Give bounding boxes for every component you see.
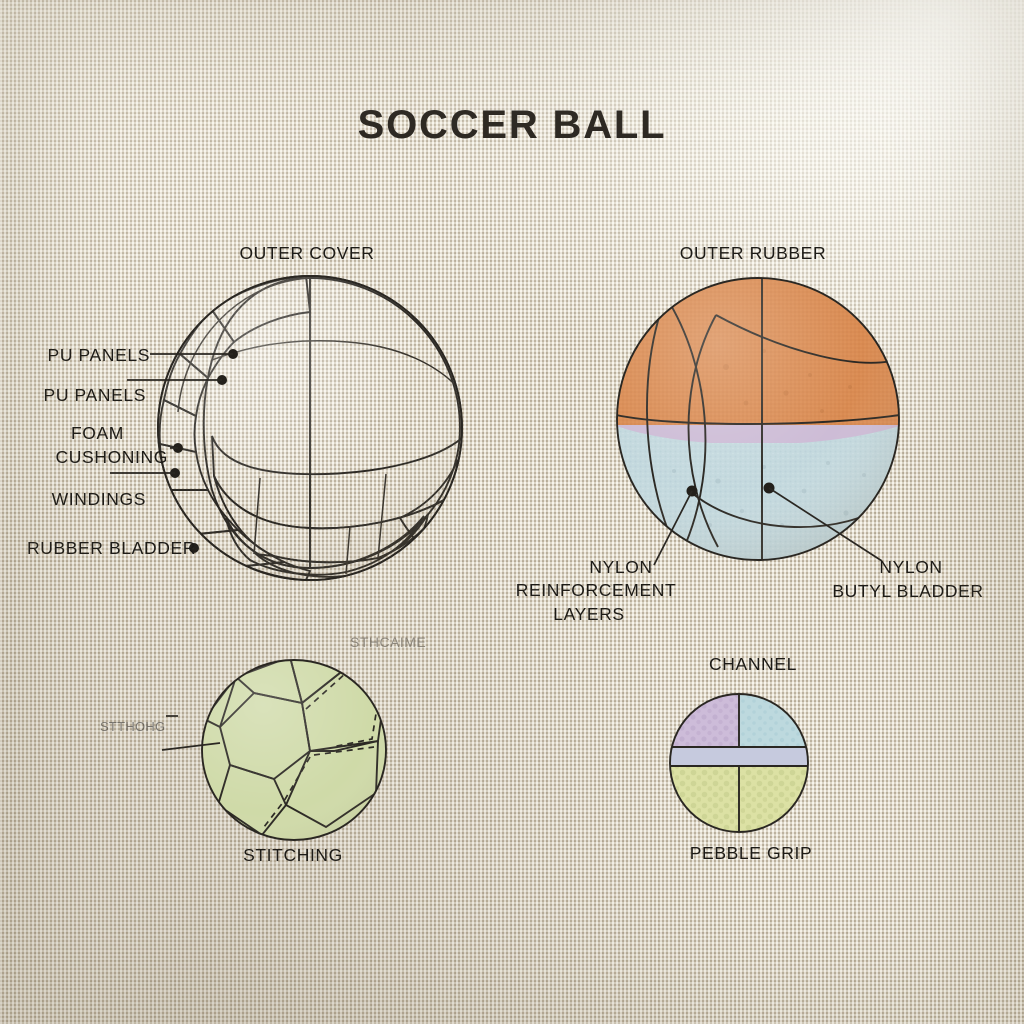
cutaway-soccer-illustration [157, 275, 463, 581]
page-title: SOCCER BALL [357, 103, 667, 147]
label-layers: LAYERS [553, 604, 625, 624]
quadrant-top-left [670, 694, 739, 750]
label-nylon-2: NYLON [879, 557, 943, 577]
label-outer-rubber: OUTER RUBBER [679, 243, 827, 263]
label-rubber-bladder: RUBBER BLADDER [26, 538, 196, 558]
label-reinforcement: REINFORCEMENT [515, 580, 677, 600]
cutaway-soccer-leader-lines-lower [110, 447, 194, 549]
label-channel: CHANNEL [709, 654, 797, 674]
stitching-ball-illustration [161, 659, 387, 841]
quadrant-bottom-left [670, 766, 739, 832]
label-stitching-leader: STTHOHG [100, 719, 166, 734]
quadrant-top-right [739, 694, 808, 750]
label-cushoning: CUSHONING [55, 447, 168, 467]
channel-band [670, 747, 808, 768]
label-windings: WINDINGS [51, 489, 146, 509]
caption-stitching: STITCHING [243, 845, 343, 865]
label-sthcaime: STHCAIME [350, 634, 427, 650]
caption-pebble-grip: PEBBLE GRIP [689, 843, 813, 863]
pebble-grip-section-illustration [669, 693, 809, 833]
label-foam: FOAM [70, 423, 124, 443]
label-pu-panels-2: PU PANELS [43, 385, 146, 405]
label-nylon-1: NYLON [589, 557, 653, 577]
quadrant-bottom-right [739, 766, 808, 832]
label-butyl-bladder: BUTYL BLADDER [832, 581, 984, 601]
cutaway-soccer-leader-lines [127, 353, 233, 717]
label-pu-panels-1: PU PANELS [47, 345, 150, 365]
cutaway-basketball-illustration [616, 277, 900, 566]
label-outer-cover: OUTER COVER [239, 243, 375, 263]
